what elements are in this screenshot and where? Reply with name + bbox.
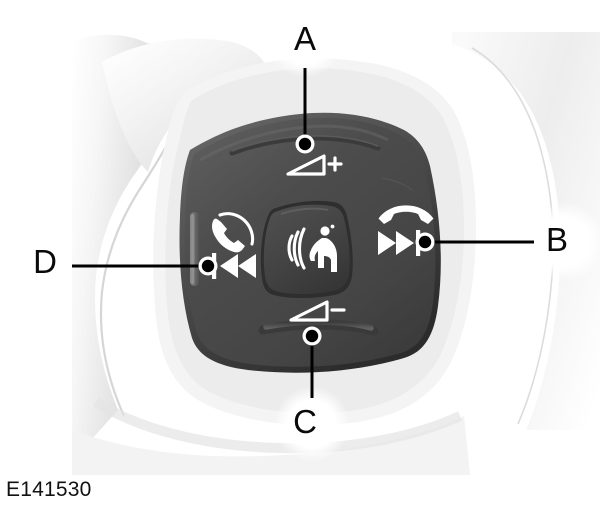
callout-dot-d [201,259,215,273]
figure-reference-number: E141530 [6,478,92,501]
pad-hairline-right [381,177,413,191]
callout-badge-b [525,202,600,282]
pad-side-trim [190,212,199,286]
voice-control-button[interactable] [260,200,353,298]
callout-dot-c [305,329,319,343]
wheel-right-rim [452,32,600,430]
voice-button-face [263,204,350,294]
callout-label-a: A [293,20,316,57]
voice-button-sheen [280,207,329,215]
wheel-bottom-blend [93,397,463,454]
callout-badge-c [274,386,350,462]
volume-up-rocker-slot[interactable] [229,135,381,156]
callout-leaders [72,2,600,462]
volume-up-rocker-highlight [231,135,379,152]
callout-badge-a [267,2,343,78]
callout-dot-b [418,235,432,249]
callout-dot-a [298,137,312,151]
callout-label-b: B [545,221,568,258]
wheel-lower-shadow [72,416,470,475]
end-call-icon [378,205,434,224]
volume-down-rocker[interactable] [263,319,374,331]
callout-label-d: D [33,243,57,280]
answer-call-icon [212,212,255,253]
pad-side-trim-highlight [191,214,195,284]
voice-control-icon [287,224,337,272]
volume-down-icon [289,300,346,322]
callout-label-c: C [293,403,317,440]
volume-up-icon [286,154,343,176]
